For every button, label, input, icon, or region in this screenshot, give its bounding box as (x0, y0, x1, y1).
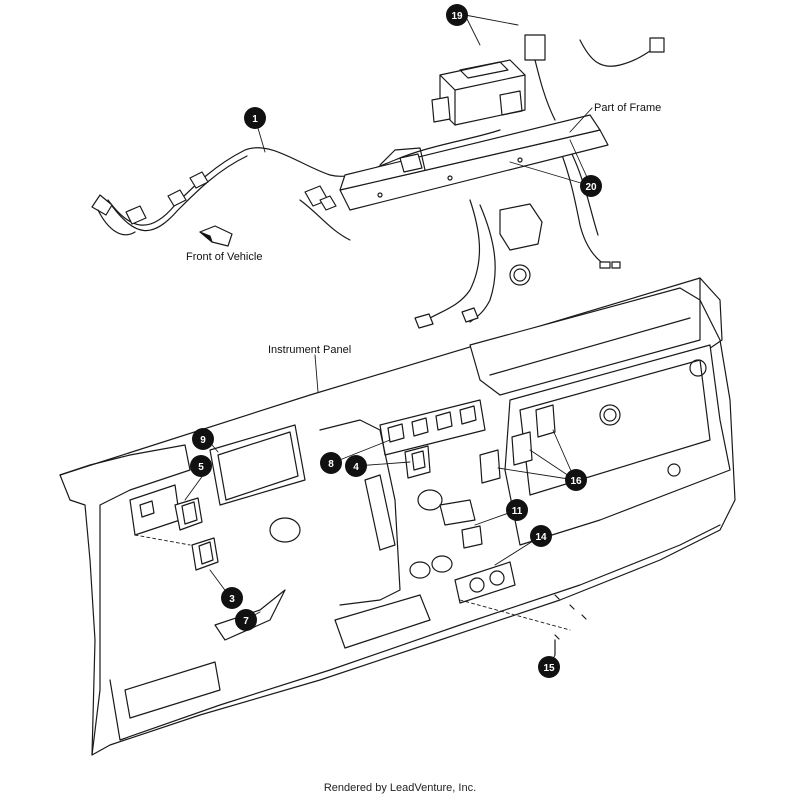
callout-16: 16 (565, 469, 587, 491)
svg-text:7: 7 (243, 616, 249, 627)
svg-text:15: 15 (543, 663, 555, 674)
instrument-panel-label: Instrument Panel (268, 344, 351, 356)
front-of-vehicle-label: Front of Vehicle (186, 251, 262, 263)
svg-text:8: 8 (328, 459, 334, 470)
svg-text:20: 20 (585, 182, 597, 193)
callout-19: 19 (446, 4, 468, 26)
part-of-frame-label: Part of Frame (594, 102, 661, 114)
svg-text:1: 1 (252, 114, 258, 125)
instrument-panel (59, 277, 736, 756)
svg-text:19: 19 (451, 11, 463, 22)
svg-text:16: 16 (570, 476, 582, 487)
callout-1: 1 (244, 107, 266, 129)
svg-text:4: 4 (353, 462, 359, 473)
callout-7: 7 (235, 609, 257, 631)
callout-15: 15 (538, 656, 560, 678)
wiring-harness (91, 34, 665, 329)
callout-5: 5 (190, 455, 212, 477)
svg-text:3: 3 (229, 594, 235, 605)
callout-11: 11 (506, 499, 528, 521)
footer-credit: Rendered by LeadVenture, Inc. (323, 782, 477, 794)
frame-bracket (339, 114, 609, 211)
front-arrow (199, 225, 233, 247)
callout-14: 14 (530, 525, 552, 547)
callout-8: 8 (320, 452, 342, 474)
svg-text:5: 5 (198, 462, 204, 473)
control-module (431, 59, 526, 126)
svg-text:9: 9 (200, 435, 206, 446)
svg-text:14: 14 (535, 532, 547, 543)
callout-3: 3 (221, 587, 243, 609)
relay-block (499, 203, 543, 286)
callout-9: 9 (192, 428, 214, 450)
callout-4: 4 (345, 455, 367, 477)
svg-text:11: 11 (512, 506, 523, 517)
callout-20: 20 (580, 175, 602, 197)
